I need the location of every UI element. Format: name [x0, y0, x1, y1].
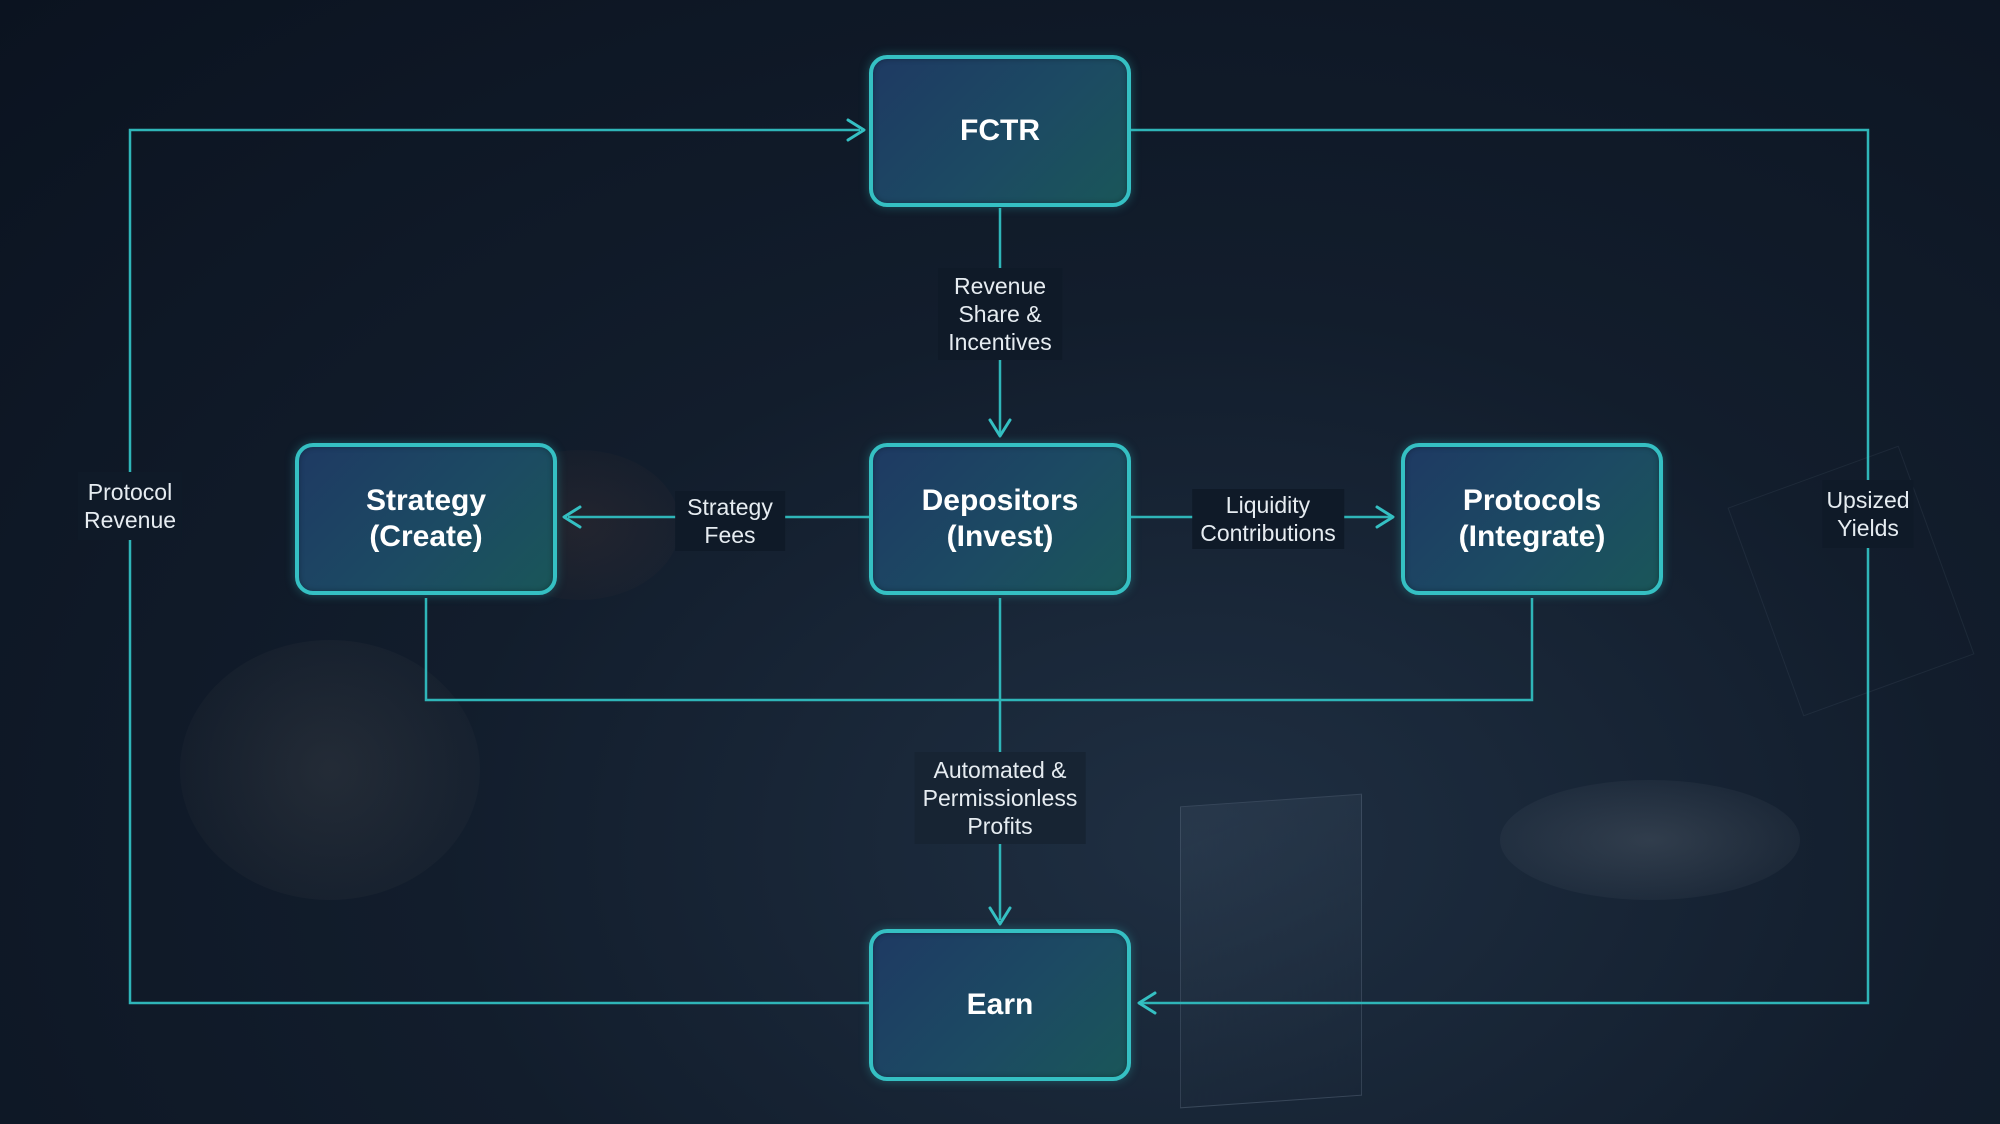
- node-title: Depositors: [921, 484, 1079, 517]
- label-line: Upsized: [1826, 487, 1910, 513]
- label-line: Contributions: [1200, 520, 1336, 546]
- label-line: Strategy: [687, 494, 773, 520]
- label-line: Revenue: [83, 507, 177, 533]
- edge-upsized-yields: [1130, 128, 1870, 1005]
- arrowhead-earn-top: [988, 906, 1012, 926]
- node-earn: Earn: [869, 929, 1131, 1081]
- label-line: Profits: [967, 813, 1033, 839]
- arrowhead-strategy: [562, 505, 582, 529]
- label-line: Revenue: [953, 273, 1047, 299]
- label-strategy-fees: Strategy Fees: [675, 491, 785, 551]
- node-title: Earn: [966, 988, 1034, 1021]
- label-line: Share &: [958, 301, 1042, 327]
- node-subtitle: (Integrate): [1458, 520, 1606, 553]
- label-line: Permissionless: [922, 785, 1078, 811]
- node-fctr: FCTR: [869, 55, 1131, 207]
- edge-protocol-revenue: [128, 128, 870, 1005]
- node-subtitle: (Create): [369, 520, 483, 553]
- node-strategy: Strategy (Create): [295, 443, 557, 595]
- label-line: Yields: [1837, 515, 1899, 541]
- node-title: Strategy: [365, 484, 487, 517]
- label-line: Protocol: [87, 479, 173, 505]
- label-upsized-yields: Upsized Yields: [1822, 480, 1914, 548]
- arrowhead-earn-right: [1137, 991, 1157, 1015]
- label-line: Liquidity: [1225, 492, 1311, 518]
- label-liquidity-contributions: Liquidity Contributions: [1192, 489, 1344, 549]
- label-protocol-revenue: Protocol Revenue: [77, 472, 183, 540]
- node-title: FCTR: [960, 114, 1040, 147]
- label-line: Fees: [704, 522, 756, 548]
- label-line: Automated &: [933, 757, 1067, 783]
- arrowhead-depositors: [988, 418, 1012, 438]
- label-revenue-share: Revenue Share & Incentives: [938, 268, 1062, 360]
- label-line: Incentives: [948, 329, 1052, 355]
- label-automated-profits: Automated & Permissionless Profits: [914, 752, 1086, 844]
- arrowhead-protocols: [1375, 505, 1395, 529]
- edge-bottom-bus: [424, 598, 1534, 702]
- arrowhead-fctr: [846, 118, 866, 142]
- node-title: Protocols: [1462, 484, 1602, 517]
- node-depositors: Depositors (Invest): [869, 443, 1131, 595]
- node-subtitle: (Invest): [946, 520, 1054, 553]
- node-protocols: Protocols (Integrate): [1401, 443, 1663, 595]
